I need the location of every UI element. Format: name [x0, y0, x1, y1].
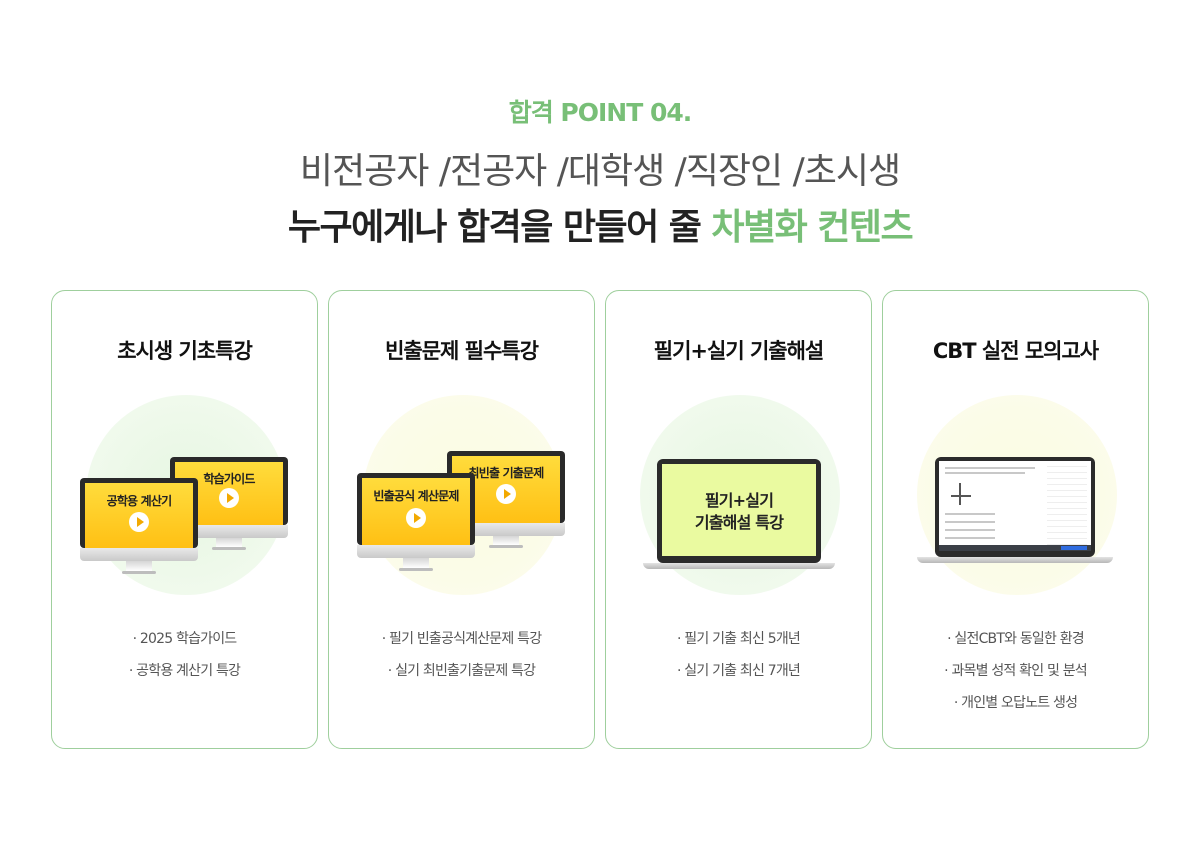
- list-item: 과목별 성적 확인 및 분석: [883, 655, 1148, 687]
- card-past-exam-solutions[interactable]: 필기+실기 기출해설 필기+실기 기출해설 특강 필기 기출 최신 5개년 실기…: [605, 290, 872, 749]
- card-cbt-mock-exam[interactable]: CBT 실전 모의고사 실전CBT와 동일한 환경 과목별 성적 확인 및 분석…: [882, 290, 1149, 749]
- screen-label: 기출해설 특강: [694, 513, 784, 532]
- list-item: 필기 기출 최신 5개년: [606, 623, 871, 655]
- card-title: CBT 실전 모의고사: [932, 339, 1099, 363]
- list-item: 실전CBT와 동일한 환경: [883, 623, 1148, 655]
- screen-label: 최빈출 기출문제: [468, 466, 544, 480]
- headline-main: 누구에게나 합격을 만들어 줄: [287, 207, 712, 248]
- card-title: 빈출문제 필수특강: [385, 339, 539, 363]
- headline-accent: 차별화 컨텐츠: [711, 207, 913, 248]
- card-beginner-lecture[interactable]: 초시생 기초특강 학습가이드 공학용 계산기 2025 학습가이드 공학용 계산…: [51, 290, 318, 749]
- laptop-illustration: [935, 457, 1095, 557]
- card-title: 필기+실기 기출해설: [653, 339, 824, 363]
- screen-label: 학습가이드: [203, 472, 255, 486]
- screen-label: 필기+실기: [704, 491, 774, 510]
- laptop-illustration: 필기+실기 기출해설 특강: [657, 459, 821, 563]
- play-icon: [496, 484, 516, 504]
- laptop-base: [917, 557, 1113, 563]
- cbt-screen: [939, 461, 1091, 551]
- play-icon: [219, 488, 239, 508]
- screen-label: 빈출공식 계산문제: [373, 489, 459, 503]
- feature-list: 필기 기출 최신 5개년 실기 기출 최신 7개년: [606, 623, 871, 687]
- card-frequent-problems[interactable]: 빈출문제 필수특강 최빈출 기출문제 빈출공식 계산문제 필기 빈출공식계산문제…: [328, 290, 595, 749]
- page-headline: 누구에게나 합격을 만들어 줄 차별화 컨텐츠: [0, 198, 1200, 250]
- list-item: 공학용 계산기 특강: [52, 655, 317, 687]
- list-item: 개인별 오답노트 생성: [883, 687, 1148, 719]
- eyebrow-label: 합격 POINT 04.: [508, 98, 693, 127]
- audience-subline: 비전공자 /전공자 /대학생 /직장인 /초시생: [299, 151, 901, 192]
- screen-label: 공학용 계산기: [106, 494, 173, 508]
- list-item: 2025 학습가이드: [52, 623, 317, 655]
- play-icon: [129, 512, 149, 532]
- list-item: 실기 기출 최신 7개년: [606, 655, 871, 687]
- list-item: 실기 최빈출기출문제 특강: [329, 655, 594, 687]
- feature-list: 2025 학습가이드 공학용 계산기 특강: [52, 623, 317, 687]
- card-title: 초시생 기초특강: [117, 339, 253, 363]
- feature-list: 필기 빈출공식계산문제 특강 실기 최빈출기출문제 특강: [329, 623, 594, 687]
- play-icon: [406, 508, 426, 528]
- laptop-base: [643, 563, 835, 569]
- list-item: 필기 빈출공식계산문제 특강: [329, 623, 594, 655]
- feature-list: 실전CBT와 동일한 환경 과목별 성적 확인 및 분석 개인별 오답노트 생성: [883, 623, 1148, 719]
